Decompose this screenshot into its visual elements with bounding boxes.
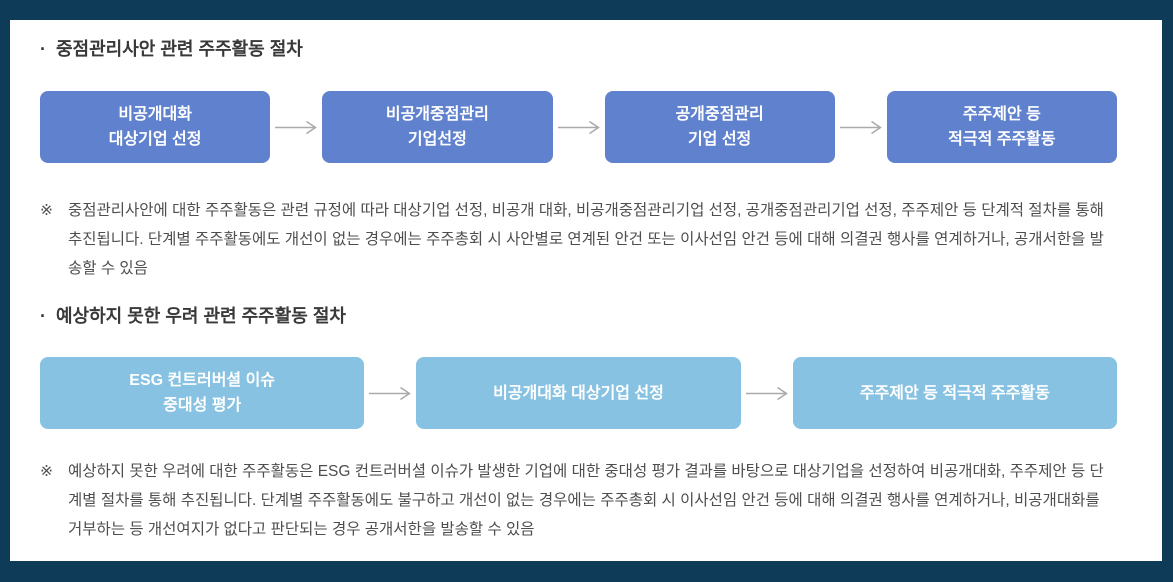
bullet-dot: · xyxy=(40,306,46,326)
arrow-right-icon xyxy=(835,120,887,135)
flow-step-label: 비공개대화 xyxy=(118,106,192,123)
note-marker: ※ xyxy=(40,463,53,480)
section-title: · 예상하지 못한 우려 관련 주주활동 절차 xyxy=(40,305,1117,327)
bullet-dot: · xyxy=(40,39,46,59)
flow-step-label: 비공개대화 대상기업 선정 xyxy=(493,384,664,402)
flow-step-esg-controversial-materiality: ESG 컨트러버셜 이슈 중대성 평가 xyxy=(40,357,365,429)
flow-row-focus-management: 비공개대화 대상기업 선정 비공개중점관리 기업선정 공개중점관리 기업 선정 … xyxy=(40,91,1117,163)
note-text: 중점관리사안에 대한 주주활동은 관련 규정에 따라 대상기업 선정, 비공개 … xyxy=(68,202,1104,277)
flow-step-label: 비공개중점관리 xyxy=(385,106,489,123)
section-title-text: 중점관리사안 관련 주주활동 절차 xyxy=(56,39,303,59)
note-marker: ※ xyxy=(40,202,53,219)
arrow-right-icon xyxy=(364,386,416,401)
section-title-text: 예상하지 못한 우려 관련 주주활동 절차 xyxy=(56,306,346,326)
flow-step-shareholder-proposal: 주주제안 등 적극적 주주활동 xyxy=(886,91,1117,163)
section-title: · 중점관리사안 관련 주주활동 절차 xyxy=(40,38,1117,60)
arrow-right-icon xyxy=(741,386,793,401)
flow-step-private-dialogue-target: 비공개대화 대상기업 선정 xyxy=(416,357,741,429)
flow-step-label: 적극적 주주활동 xyxy=(948,131,1056,148)
flow-step-private-focus-company: 비공개중점관리 기업선정 xyxy=(322,91,553,163)
flow-step-label: ESG 컨트러버셜 이슈 xyxy=(129,372,276,389)
section-unexpected-concern: · 예상하지 못한 우려 관련 주주활동 절차 ESG 컨트러버셜 이슈 중대성… xyxy=(40,305,1117,544)
flow-step-label: 기업선정 xyxy=(407,131,467,148)
flow-step-shareholder-proposal: 주주제안 등 적극적 주주활동 xyxy=(792,357,1117,429)
flow-step-label: 대상기업 선정 xyxy=(108,131,202,148)
arrow-right-icon xyxy=(553,120,605,135)
note-focus-management: ※ 중점관리사안에 대한 주주활동은 관련 규정에 따라 대상기업 선정, 비공… xyxy=(40,196,1117,283)
flow-step-private-dialogue-target: 비공개대화 대상기업 선정 xyxy=(40,91,271,163)
arrow-right-icon xyxy=(270,120,322,135)
section-focus-management: · 중점관리사안 관련 주주활동 절차 비공개대화 대상기업 선정 비공개중점관… xyxy=(40,38,1117,283)
flow-step-label: 중대성 평가 xyxy=(163,397,242,414)
note-text: 예상하지 못한 우려에 대한 주주활동은 ESG 컨트러버셜 이슈가 발생한 기… xyxy=(68,463,1104,538)
flow-step-label: 주주제안 등 적극적 주주활동 xyxy=(859,384,1050,402)
flow-step-label: 주주제안 등 xyxy=(962,106,1041,123)
flow-step-label: 공개중점관리 xyxy=(675,106,764,123)
flow-row-unexpected-concern: ESG 컨트러버셜 이슈 중대성 평가 비공개대화 대상기업 선정 주주제안 등… xyxy=(40,357,1117,429)
flow-step-label: 기업 선정 xyxy=(687,131,752,148)
note-unexpected-concern: ※ 예상하지 못한 우려에 대한 주주활동은 ESG 컨트러버셜 이슈가 발생한… xyxy=(40,457,1117,544)
flow-step-public-focus-company: 공개중점관리 기업 선정 xyxy=(604,91,835,163)
